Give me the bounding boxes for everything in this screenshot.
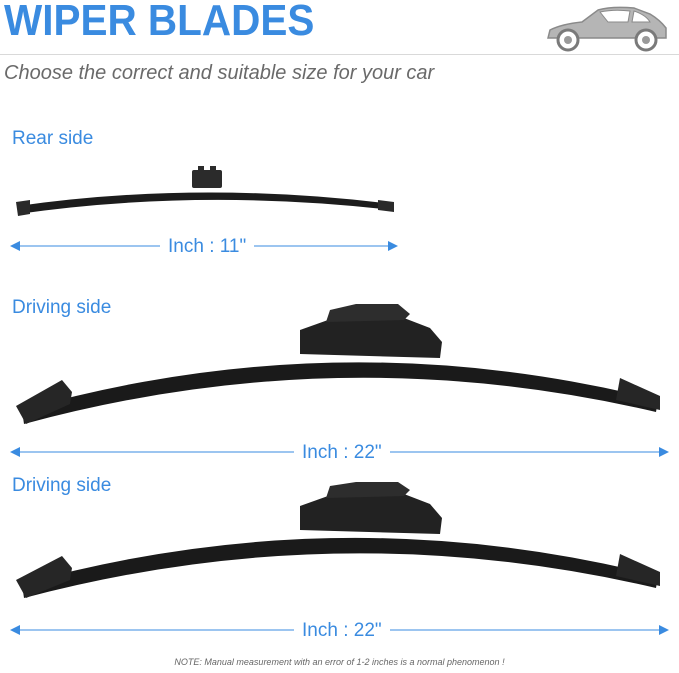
section-label-rear: Rear side	[12, 128, 94, 149]
section-label-driving-1: Driving side	[12, 297, 112, 318]
page-subtitle: Choose the correct and suitable size for…	[4, 62, 435, 84]
header-divider	[0, 54, 679, 55]
footer-note: NOTE: Manual measurement with an error o…	[174, 657, 505, 667]
measure-arrow-rear	[10, 241, 398, 251]
measure-label-driving-2: Inch : 22"	[294, 620, 390, 642]
measure-label-rear: Inch : 11"	[160, 236, 255, 258]
measure-label-driving-1: Inch : 22"	[294, 442, 390, 464]
driving-wiper-blade-image-1	[16, 304, 660, 424]
page-title: WIPER BLADES	[4, 0, 315, 45]
rear-wiper-blade-image	[16, 166, 394, 216]
section-label-driving-2: Driving side	[12, 475, 112, 496]
driving-wiper-blade-image-2	[16, 482, 660, 598]
car-icon	[547, 6, 667, 52]
